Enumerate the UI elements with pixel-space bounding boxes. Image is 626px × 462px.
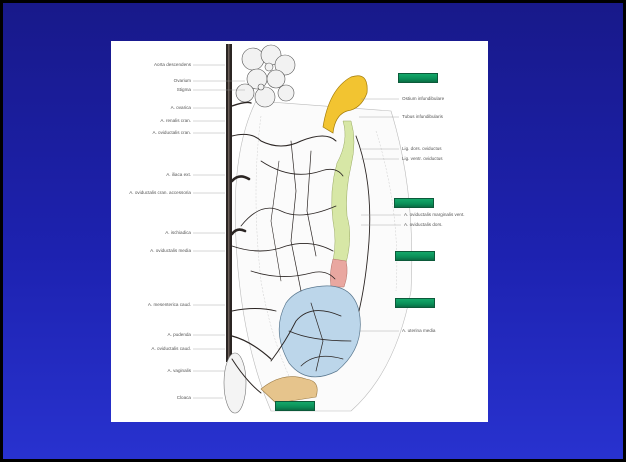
cloaca [224,353,246,413]
answer-tag-uterus[interactable] [395,298,435,308]
label-lig-dors-oviductus: Lig. dors. oviductus [402,146,442,151]
ovary [236,45,295,107]
label-a-oviductalis-cran-accessoria: A. oviductalis cran. accessoria [129,190,191,195]
label-a-vaginalis: A. vaginalis [168,368,192,373]
anatomy-figure: Aorta descendens Ovarium Stigma A. ovari… [111,41,488,422]
label-lig-ventr-oviductus: Lig. ventr. oviductus [402,156,443,161]
answer-tag-magnum[interactable] [394,198,434,208]
label-a-oviductalis-marginalis-vent: A. oviductalis marginalis vent. [404,212,465,217]
answer-tag-infundibulum[interactable] [398,73,438,83]
answer-tag-isthmus[interactable] [395,251,435,261]
label-a-renalis-cran: A. renalis cran. [160,118,191,123]
label-a-oviductalis-media: A. oviductalis media [150,248,191,253]
label-a-mesenterica-caud: A. mesenterica caud. [148,302,191,307]
label-a-oviductalis-dors: A. oviductalis dors. [404,222,443,227]
label-a-ovarica: A. ovarica [171,105,191,110]
label-a-iliaca-ext: A. iliaca ext. [166,172,191,177]
isthmus [330,259,347,287]
label-ostium-infundibulare: Ostium infundibulare [402,96,444,101]
answer-tag-vagina[interactable] [275,401,315,411]
label-cloaca: Cloaca [177,395,191,400]
label-a-oviductalis-cran: A. oviductalis cran. [152,130,191,135]
label-a-pudenda: A. pudenda [167,332,191,337]
label-stigma: Stigma [177,87,191,92]
label-aorta-descendens: Aorta descendens [154,62,191,67]
label-a-oviductalis-caud: A. oviductalis caud. [151,346,191,351]
label-a-uterina-media: A. uterina media [402,328,435,333]
label-a-ischiadica: A. ischiadica [165,230,191,235]
label-tubus-infundibularis: Tubus infundibularis [402,114,443,119]
label-ovarium: Ovarium [174,78,191,83]
slide-background: Aorta descendens Ovarium Stigma A. ovari… [3,3,623,459]
